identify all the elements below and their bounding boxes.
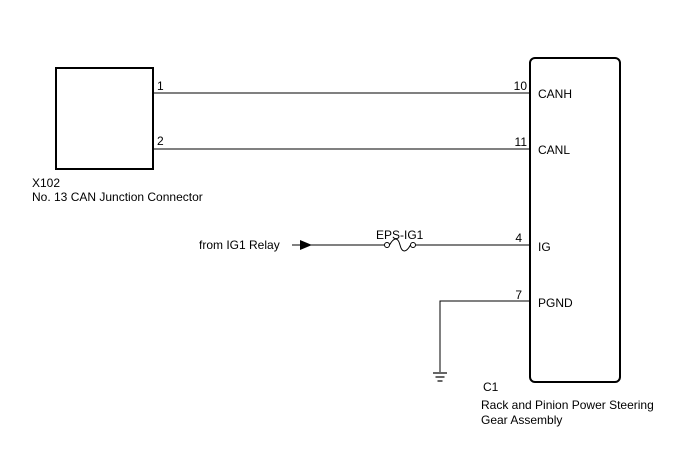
fuse-icon (384, 238, 416, 252)
x102-pin-1-label: 1 (157, 79, 164, 93)
c1-signal-ig: IG (538, 240, 551, 254)
c1-signal-canl: CANL (538, 143, 571, 157)
c1-name-line1: Rack and Pinion Power Steering (481, 398, 654, 412)
ground-icon (433, 372, 447, 382)
x102-connector-box (55, 67, 154, 170)
c1-pin-10-label: 10 (513, 79, 527, 93)
c1-code-label: C1 (483, 380, 499, 394)
c1-pin-4-label: 4 (515, 231, 522, 245)
pgnd-wire (439, 300, 530, 372)
c1-pin-7-label: 7 (515, 288, 522, 302)
c1-signal-canh: CANH (538, 87, 573, 101)
from-relay-arrow-icon (300, 240, 312, 250)
c1-name-line2: Gear Assembly (481, 413, 563, 427)
fuse-label: EPS-IG1 (376, 228, 424, 242)
c1-pin-11-label: 11 (514, 135, 527, 149)
from-ig1-relay-label: from IG1 Relay (199, 238, 280, 252)
c1-signal-pgnd: PGND (538, 296, 573, 310)
x102-pin-2-label: 2 (157, 134, 164, 148)
c1-component-box (529, 57, 621, 383)
x102-name-label: No. 13 CAN Junction Connector (32, 190, 203, 204)
x102-code-label: X102 (32, 176, 61, 190)
